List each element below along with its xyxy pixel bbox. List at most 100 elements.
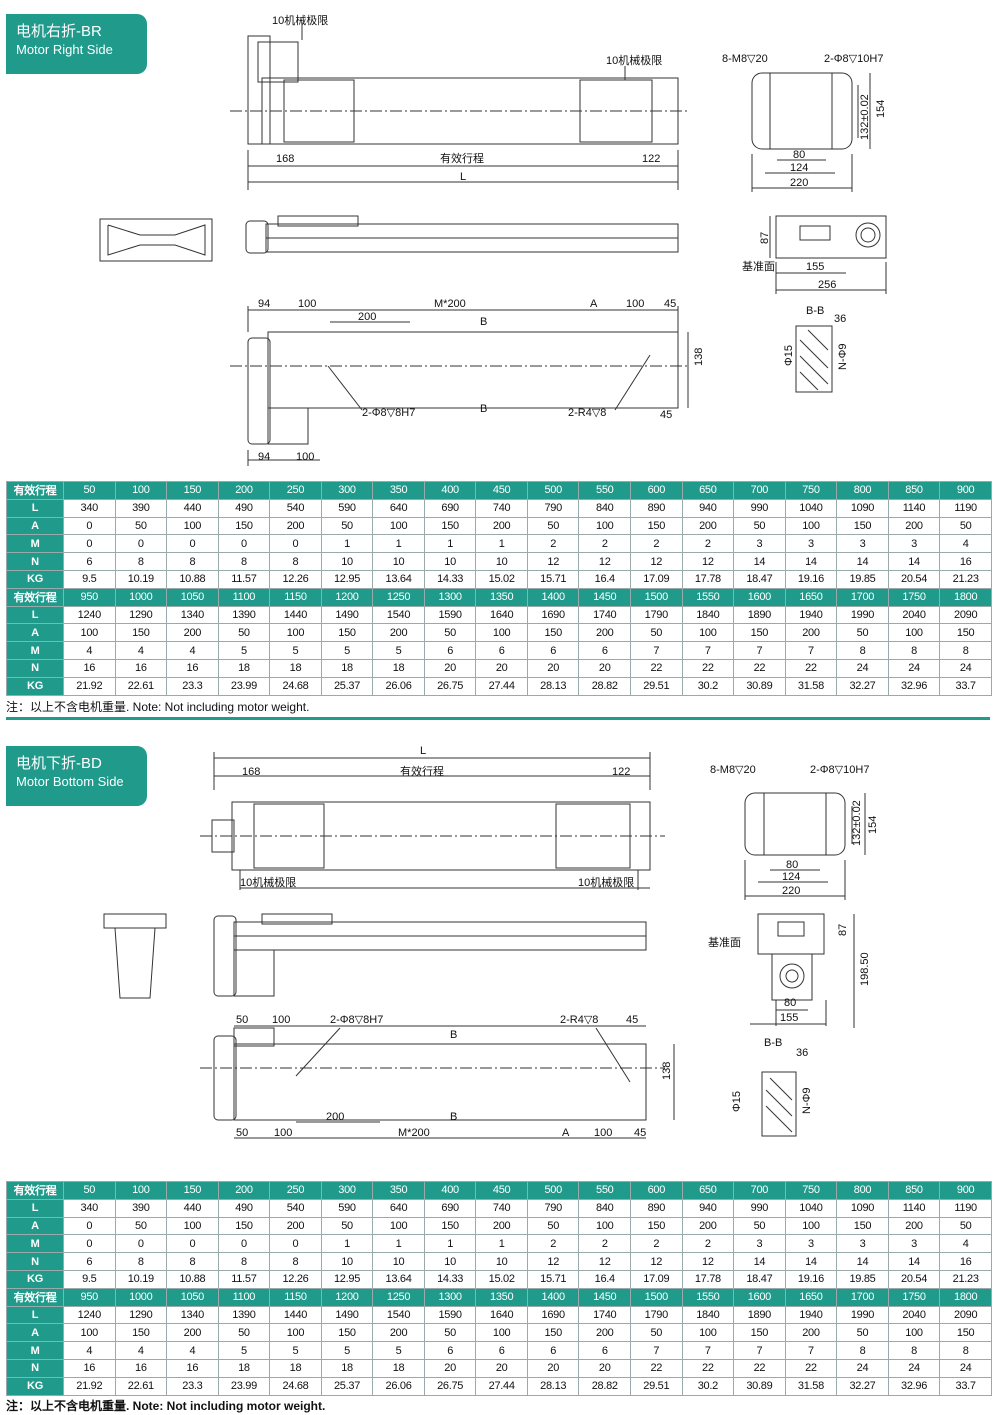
table-stroke-cell: 600: [630, 1181, 683, 1200]
table-stroke-cell: 350: [372, 481, 425, 500]
table-cell: 1840: [681, 1305, 735, 1325]
table-cell: 150: [939, 1323, 992, 1343]
table-stroke-cell: 550: [578, 481, 632, 500]
table-cell: 740: [475, 498, 528, 518]
table-cell: 5: [372, 641, 425, 660]
dim-limit-right: 10机械极限: [578, 875, 634, 889]
table-cell: 5: [217, 641, 271, 660]
table-cell: 19.16: [784, 569, 838, 589]
table-cell: 6: [63, 552, 116, 571]
table-cell: 100: [372, 1216, 425, 1236]
table-cell: 1640: [475, 1305, 528, 1325]
table-cell: 150: [423, 516, 477, 536]
table-cell: 2: [578, 1234, 632, 1254]
end-view-top-bd: [744, 792, 846, 856]
table-cell: 3: [784, 534, 838, 554]
table-cell: 2: [578, 534, 632, 554]
table-cell: 8: [836, 1341, 889, 1360]
table-cell: 4: [63, 641, 116, 660]
dim-phi15: Φ15: [783, 345, 795, 366]
table-cell: 6: [526, 1341, 580, 1360]
table-cell: 440: [166, 1198, 219, 1218]
table-cell: 590: [320, 498, 374, 518]
table-stroke-cell: 1750: [887, 587, 941, 607]
table-stroke-cell: 150: [166, 1181, 219, 1200]
table-stroke-label: 有效行程: [6, 587, 64, 607]
table-cell: 150: [630, 516, 683, 536]
table-row-label: KG: [6, 676, 64, 696]
table-stroke-cell: 950: [63, 1287, 116, 1307]
table-cell: 50: [836, 623, 889, 643]
table-cell: 150: [836, 1216, 889, 1236]
table-stroke-cell: 300: [320, 1181, 374, 1200]
table-cell: 0: [114, 534, 168, 554]
table-cell: 1440: [269, 605, 322, 625]
table-cell: 100: [887, 623, 941, 643]
table-cell: 15.71: [526, 569, 580, 589]
drawing-br: 10机械极限 10机械极限 168 有效行程 122 L 8-M8▽20 2-Φ…: [0, 0, 1000, 470]
section-tag-br: 电机右折-BR Motor Right Side: [6, 14, 147, 74]
table-stroke-cell: 1500: [630, 1287, 683, 1307]
table-cell: 50: [114, 1216, 168, 1236]
table-cell: 1490: [320, 605, 374, 625]
table-cell: 24: [836, 1358, 889, 1378]
table-cell: 25.37: [320, 676, 374, 696]
table-cell: 1590: [423, 605, 477, 625]
table-cell: 26.06: [372, 1376, 425, 1396]
table-stroke-cell: 1100: [217, 587, 271, 607]
section-divider: [6, 717, 990, 720]
table-cell: 1790: [630, 605, 683, 625]
dim-m8: 8-M8▽20: [722, 53, 768, 65]
table-cell: 150: [423, 1216, 477, 1236]
table-stroke-cell: 250: [269, 481, 322, 500]
table-cell: 22.61: [114, 1376, 168, 1396]
table-stroke-cell: 550: [578, 1181, 632, 1200]
table-cell: 20: [526, 658, 580, 678]
table-cell: 2040: [887, 1305, 941, 1325]
table-cell: 100: [166, 1216, 219, 1236]
table-cell: 150: [526, 1323, 580, 1343]
dim-b2: B: [480, 403, 487, 415]
table-stroke-label: 有效行程: [6, 481, 64, 500]
table-cell: 50: [733, 1216, 786, 1236]
table-stroke-cell: 1800: [939, 1287, 992, 1307]
table-cell: 22.61: [114, 676, 168, 696]
table-cell: 22: [681, 658, 735, 678]
table-cell: 33.7: [939, 676, 992, 696]
table-cell: 1: [372, 1234, 425, 1254]
table-stroke-cell: 50: [63, 481, 116, 500]
table-cell: 50: [526, 1216, 580, 1236]
table-cell: 150: [733, 1323, 786, 1343]
table-cell: 200: [475, 1216, 528, 1236]
table-stroke-cell: 400: [423, 1181, 477, 1200]
table-cell: 200: [681, 1216, 735, 1236]
table-cell: 20: [526, 1358, 580, 1378]
table-cell: 20: [423, 1358, 477, 1378]
dim-94: 94: [258, 298, 270, 310]
table-cell: 390: [114, 498, 168, 518]
table-cell: 3: [733, 534, 786, 554]
table-cell: 2: [630, 534, 683, 554]
table-cell: 200: [578, 623, 632, 643]
dim-19850: 198.50: [859, 952, 871, 986]
table-cell: 14: [887, 1252, 941, 1271]
table-cell: 7: [630, 1341, 683, 1360]
table-cell: 790: [526, 498, 580, 518]
dim-100b: 100: [626, 298, 644, 310]
table-cell: 29.51: [630, 1376, 683, 1396]
table-stroke-cell: 1200: [320, 1287, 374, 1307]
table-cell: 1940: [784, 1305, 838, 1325]
table-cell: 16: [939, 552, 992, 571]
table-cell: 17.78: [681, 569, 735, 589]
table-stroke-cell: 900: [939, 1181, 992, 1200]
section-title-cn: 电机右折-BR: [16, 23, 102, 40]
table-cell: 50: [630, 1323, 683, 1343]
table-cell: 31.58: [784, 1376, 838, 1396]
table-cell: 18: [269, 1358, 322, 1378]
table-stroke-cell: 1450: [578, 1287, 632, 1307]
